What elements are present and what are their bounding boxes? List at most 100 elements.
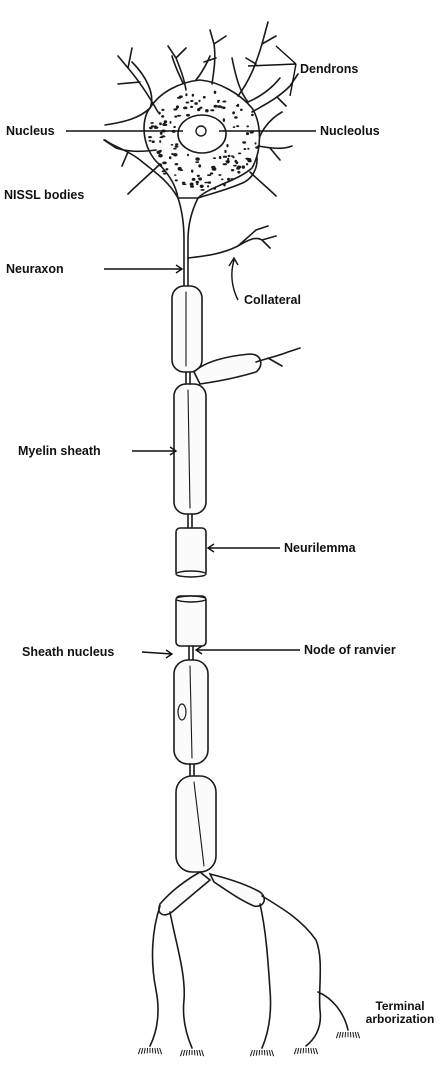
nissl-speckle <box>175 179 178 181</box>
nissl-speckle <box>213 187 216 189</box>
neuraxon-fiber <box>178 198 276 290</box>
nissl-speckle <box>232 111 235 114</box>
nissl-speckle <box>246 163 248 165</box>
nissl-speckle <box>169 156 172 159</box>
terminal-bristle <box>155 1048 156 1054</box>
nissl-speckle <box>211 166 215 169</box>
nissl-speckle <box>190 100 193 102</box>
nissl-speckle <box>165 168 168 170</box>
label-myelin-sheath: Myelin sheath <box>18 444 101 458</box>
nissl-speckle <box>233 165 237 167</box>
nissl-speckle <box>200 177 202 180</box>
nissl-speckle <box>233 126 236 128</box>
terminal-bristle <box>259 1050 260 1055</box>
nissl-speckle <box>217 105 219 107</box>
nissl-speckle <box>196 183 198 185</box>
nissl-speckle <box>159 122 162 125</box>
nissl-speckle <box>162 162 167 165</box>
terminal-bristle <box>355 1032 357 1038</box>
label-sheath-nucleus: Sheath nucleus <box>22 645 114 659</box>
nissl-speckle <box>196 181 199 184</box>
nissl-speckle <box>198 164 201 167</box>
terminal-bristle <box>180 1050 182 1056</box>
nissl-speckle <box>224 150 226 153</box>
nissl-speckle <box>197 108 200 111</box>
nissl-speckle <box>218 174 221 176</box>
nissl-speckle <box>150 122 154 124</box>
nissl-speckle <box>210 109 214 111</box>
nissl-speckle <box>245 158 249 160</box>
nissl-speckle <box>223 156 227 158</box>
terminal-bristle <box>250 1050 252 1056</box>
nissl-speckle <box>158 154 163 158</box>
nissl-speckle <box>227 178 230 181</box>
nissl-speckle <box>231 169 234 171</box>
nissl-speckle <box>159 136 163 138</box>
nissl-speckle <box>182 184 186 186</box>
terminal-bristle <box>157 1048 159 1054</box>
terminal-bristle <box>253 1050 255 1056</box>
terminal-bristle <box>197 1050 198 1056</box>
nissl-speckle <box>148 140 151 142</box>
terminal-bristle <box>316 1048 318 1054</box>
nissl-speckle <box>178 167 182 171</box>
terminal-bristle <box>189 1050 190 1055</box>
nissl-speckle <box>183 107 187 110</box>
nissl-speckle <box>217 101 219 103</box>
nissl-speckle <box>187 154 189 156</box>
terminal-bristle <box>144 1048 145 1054</box>
nissl-speckle <box>164 120 168 123</box>
nissl-speckle <box>154 125 157 129</box>
nissl-speckle <box>246 132 249 135</box>
nissl-speckle <box>203 96 206 99</box>
label-node-of-ranvier: Node of ranvier <box>304 643 396 657</box>
nissl-speckle <box>246 125 249 127</box>
myelin-segments-lower <box>174 596 216 872</box>
nissl-speckle <box>173 153 177 156</box>
nissl-speckle <box>200 189 204 191</box>
nissl-speckle <box>221 179 224 181</box>
nissl-speckle <box>175 143 178 145</box>
nissl-speckle <box>148 136 152 138</box>
nissl-speckle <box>223 118 225 122</box>
terminal-bristle <box>311 1048 312 1054</box>
terminal-bristle <box>152 1048 153 1053</box>
terminal-bristle <box>358 1032 360 1038</box>
nissl-speckle <box>195 161 199 163</box>
nissl-speckle <box>207 174 211 176</box>
terminal-bristle <box>264 1050 265 1055</box>
nissl-speckle <box>151 125 155 127</box>
terminal-bristle <box>303 1048 304 1053</box>
nissl-speckle <box>174 174 176 176</box>
nissl-speckle <box>186 114 190 117</box>
nissl-speckle <box>171 144 174 146</box>
nissl-speckle <box>162 170 166 172</box>
nissl-speckle <box>236 167 240 170</box>
nissl-speckle <box>179 95 183 98</box>
terminal-bristle <box>272 1050 274 1056</box>
nissl-speckle <box>242 165 245 168</box>
terminal-bristle <box>202 1050 204 1056</box>
terminal-bristle <box>336 1032 338 1038</box>
nissl-speckle <box>207 185 209 187</box>
nissl-speckle <box>174 116 177 118</box>
terminal-bristle <box>300 1048 301 1054</box>
label-collateral: Collateral <box>244 293 301 307</box>
nissl-speckle <box>214 105 218 108</box>
nissl-speckle <box>198 100 200 102</box>
nissl-speckle <box>223 163 227 165</box>
nissl-speckle <box>173 126 176 128</box>
nissl-speckle <box>234 116 238 118</box>
nissl-speckle <box>161 109 164 111</box>
label-nissl-bodies: NISSL bodies <box>4 188 84 202</box>
nissl-speckle <box>248 160 252 162</box>
terminal-bristle <box>194 1050 195 1055</box>
nissl-speckle <box>195 157 199 160</box>
nissl-speckle <box>192 94 194 97</box>
nissl-speckle <box>255 142 257 144</box>
nissl-speckle <box>210 172 213 174</box>
nissl-speckle <box>161 115 164 118</box>
nissl-speckle <box>185 93 187 96</box>
myelin-segments-upper <box>172 286 300 577</box>
